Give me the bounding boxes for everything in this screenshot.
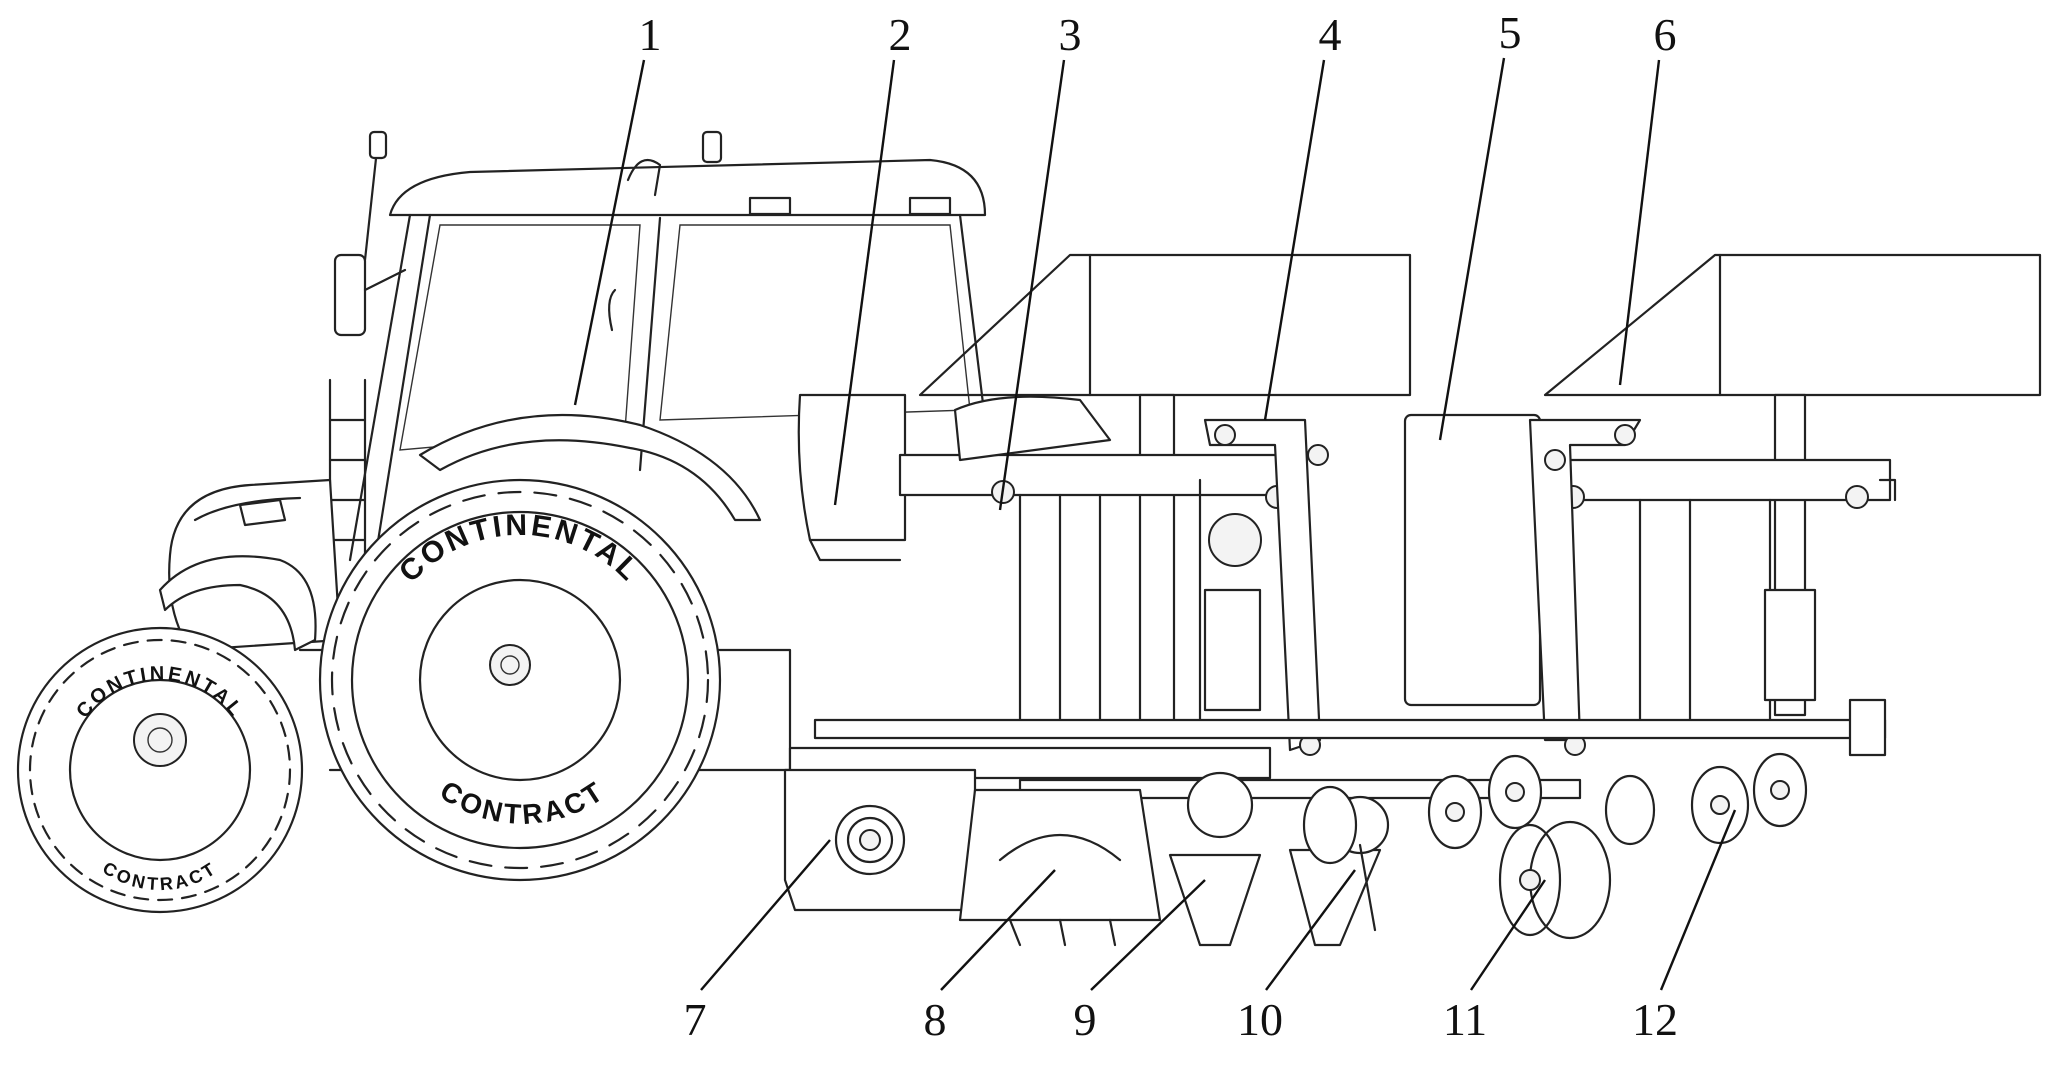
callout-leader-12 <box>1659 809 1737 991</box>
gauge-wheels-front <box>1302 754 1543 865</box>
callout-leader-11 <box>1470 879 1546 991</box>
tiller-tines <box>1008 918 1117 947</box>
callout-label-6: 6 <box>1654 9 1677 60</box>
wiper <box>626 158 662 197</box>
rear-hub <box>489 644 531 686</box>
callout-leader-2 <box>833 59 896 506</box>
tiller-blades <box>998 834 1122 862</box>
seed-hopper <box>953 395 1112 462</box>
frame-uprights <box>1018 478 1202 722</box>
conveyor-belt-2 <box>1528 418 1642 742</box>
callout-leader-6 <box>1618 59 1661 386</box>
front-hub <box>133 713 187 767</box>
roof-light <box>748 196 792 216</box>
beacon-light-right <box>701 130 723 164</box>
opener-disk <box>1186 771 1254 839</box>
cab-pillar-rear <box>958 213 987 422</box>
bracket-rear <box>1763 588 1817 702</box>
mirror-arm <box>363 268 407 292</box>
rear-wheel: CONTINENTAL CONTRACT <box>318 478 722 882</box>
callout-label-8: 8 <box>924 994 947 1045</box>
cab-pillar-front-inner <box>373 213 432 562</box>
antenna <box>363 138 380 262</box>
callout-leader-1 <box>573 59 646 406</box>
lower-frame-beam <box>813 718 1887 740</box>
guide-roller <box>1208 513 1262 567</box>
side-mirror <box>333 253 367 337</box>
callout-leader-7 <box>700 839 831 991</box>
rotary-tiller <box>958 788 1162 922</box>
seeding-implement <box>783 253 2042 947</box>
callout-label-5: 5 <box>1499 7 1522 58</box>
callout-leader-3 <box>998 59 1066 511</box>
ladder-rails <box>328 378 367 562</box>
upper-frame-beam-2 <box>1558 458 1892 502</box>
callout-label-12: 12 <box>1632 994 1678 1045</box>
callout-label-11: 11 <box>1443 994 1487 1045</box>
hood-line <box>193 496 302 522</box>
frame-uprights-rear <box>1638 498 1772 722</box>
operator-seat <box>797 393 907 542</box>
callout-leader-9 <box>1090 879 1206 991</box>
callout-leader-8 <box>940 869 1056 991</box>
front-fender <box>158 555 317 652</box>
callout-label-1: 1 <box>639 9 662 60</box>
sun-shade-front <box>918 253 1412 397</box>
callout-leader-10 <box>1265 869 1356 991</box>
beacon-light-left <box>368 130 388 160</box>
callout-label-2: 2 <box>889 9 912 60</box>
callout-leader-4 <box>1263 59 1326 421</box>
callout-label-4: 4 <box>1319 9 1342 60</box>
rear-fender <box>418 413 762 522</box>
callout-label-10: 10 <box>1237 994 1283 1045</box>
callout-label-7: 7 <box>684 994 707 1045</box>
callout-label-3: 3 <box>1059 9 1082 60</box>
seat-base <box>808 538 902 562</box>
ladder-steps <box>328 418 367 542</box>
door-handle <box>608 288 617 332</box>
sun-shade-rear <box>1543 253 2042 397</box>
press-wheel <box>1498 820 1612 940</box>
front-rim <box>68 678 252 862</box>
tractor: CONTINENTAL CONTRACT CONTINENTAL CONTRAC… <box>16 130 987 914</box>
conveyor-belt-1 <box>1203 418 1322 752</box>
gauge-wheels-rear <box>1604 752 1808 846</box>
front-wheel: CONTINENTAL CONTRACT <box>16 626 304 914</box>
rear-frame-end <box>1848 698 1887 757</box>
cab-roof <box>388 158 987 217</box>
callout-leader-5 <box>1438 57 1506 441</box>
callout-label-9: 9 <box>1074 994 1097 1045</box>
seed-tube <box>1358 843 1377 932</box>
bracket <box>1203 588 1262 712</box>
head-light <box>238 498 287 527</box>
roof-light <box>908 196 952 216</box>
canopy-post <box>1138 393 1176 737</box>
seed-box <box>1403 413 1542 707</box>
upper-frame-beam-1 <box>898 453 1302 497</box>
furrow-opener <box>1168 853 1262 947</box>
